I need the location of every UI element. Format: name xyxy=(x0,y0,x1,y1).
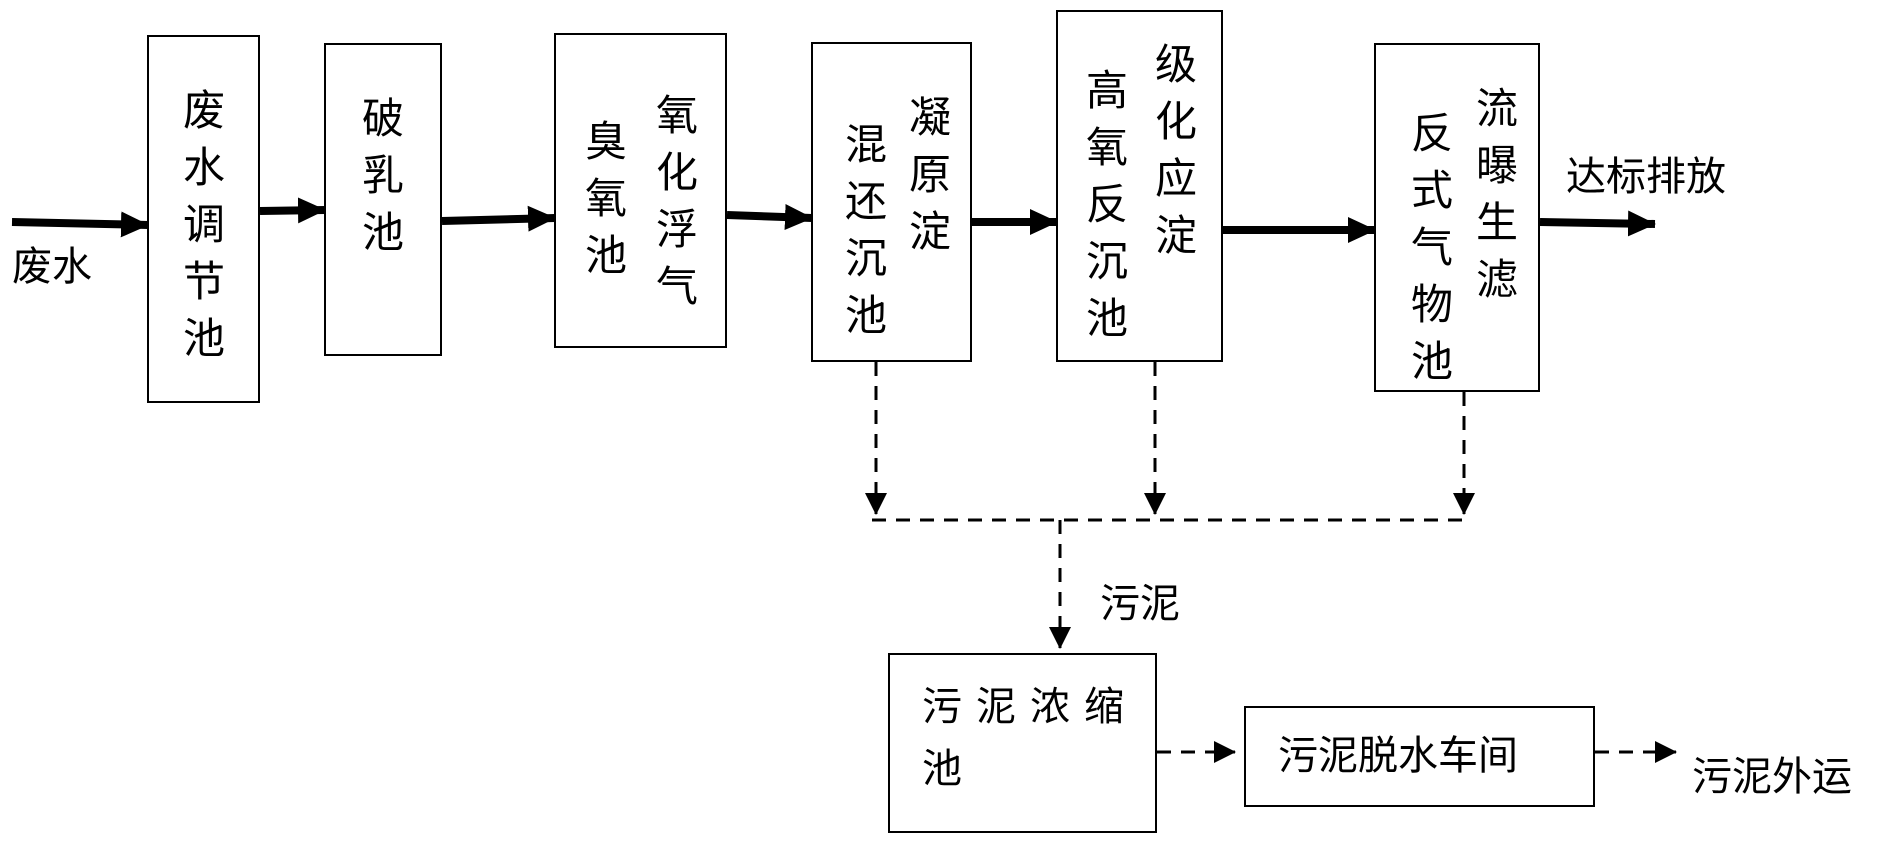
box-char: 淀 xyxy=(1154,211,1197,260)
arrow-box2-box3 xyxy=(441,205,556,232)
box-char: 流 xyxy=(1475,84,1518,133)
box-char: 池 xyxy=(1410,337,1453,386)
box-char: 乳 xyxy=(361,151,404,200)
box-char: 氧 xyxy=(1085,123,1128,172)
box-char: 池 xyxy=(361,208,404,257)
box-char: 浮 xyxy=(655,205,698,254)
box-char: 水 xyxy=(182,143,225,192)
box-char: 原 xyxy=(908,150,951,199)
box-char: 废 xyxy=(182,86,225,135)
box-char: 淀 xyxy=(908,207,951,256)
arrow-inlet xyxy=(11,211,149,238)
box-char: 凝 xyxy=(908,93,951,142)
box-column: 凝原淀 xyxy=(907,89,953,260)
box-column: 破乳池 xyxy=(360,90,406,261)
sludge-out-label: 污泥外运 xyxy=(1692,754,1852,800)
box-char: 物 xyxy=(1410,280,1453,329)
box-column: 反式气物池 xyxy=(1409,105,1455,390)
arrow-box3-box4 xyxy=(726,204,813,231)
dewatering-label: 污泥脱水车间 xyxy=(1278,733,1518,779)
box-char: 破 xyxy=(361,94,404,143)
box-char: 生 xyxy=(1475,198,1518,247)
box-char: 氧 xyxy=(584,174,627,223)
box-char: 反 xyxy=(1085,180,1128,229)
box-column: 级化应淀 xyxy=(1153,36,1199,264)
arrow-box1-box2 xyxy=(259,197,326,224)
process-box-equalization-tank: 废水调节池 xyxy=(147,35,260,403)
box-char: 高 xyxy=(1085,66,1128,115)
box-char: 反 xyxy=(1410,109,1453,158)
box-column: 氧化浮气 xyxy=(654,87,700,315)
process-box-coagulation-sedimentation: 混还沉池 凝原淀 xyxy=(811,42,972,362)
process-box-biological-aerated-filter: 反式气物池 流曝生滤 xyxy=(1374,43,1540,392)
box-char: 池 xyxy=(844,291,887,340)
arrow-discharge xyxy=(1539,210,1656,237)
box-char: 滤 xyxy=(1475,255,1518,304)
box-char: 臭 xyxy=(584,117,627,166)
box-char: 曝 xyxy=(1475,141,1518,190)
box-char: 节 xyxy=(182,257,225,306)
box-column: 流曝生滤 xyxy=(1474,80,1520,308)
box-char: 沉 xyxy=(844,234,887,283)
box-char: 池 xyxy=(1085,294,1128,343)
box-char: 调 xyxy=(182,200,225,249)
box-char: 气 xyxy=(1410,223,1453,272)
sludge-label: 污泥 xyxy=(1100,581,1180,627)
box-column: 混还沉池 xyxy=(843,116,889,344)
box-char: 应 xyxy=(1154,154,1197,203)
box-char: 化 xyxy=(1154,97,1197,146)
box-char: 化 xyxy=(655,148,698,197)
box-char: 气 xyxy=(655,262,698,311)
sludge-thickening-tank: 污泥浓缩 池 xyxy=(888,653,1157,833)
thickening-line2: 池 xyxy=(922,746,976,792)
box-char: 混 xyxy=(844,120,887,169)
box-column: 废水调节池 xyxy=(181,82,227,367)
discharge-label: 达标排放 xyxy=(1566,154,1726,200)
box-char: 式 xyxy=(1410,166,1453,215)
box-column: 高氧反沉池 xyxy=(1084,62,1130,347)
box-char: 氧 xyxy=(655,91,698,140)
box-char: 级 xyxy=(1154,40,1197,89)
box-column: 臭氧池 xyxy=(583,113,629,284)
thickening-line1: 污泥浓缩 xyxy=(922,684,1138,730)
box-char: 还 xyxy=(844,177,887,226)
box-char: 池 xyxy=(584,231,627,280)
box-char: 池 xyxy=(182,314,225,363)
sludge-dewatering-workshop: 污泥脱水车间 xyxy=(1244,706,1595,807)
process-box-ozone-flotation: 臭氧池 氧化浮气 xyxy=(554,33,727,348)
wastewater-input-label: 废水 xyxy=(12,244,92,290)
process-box-demulsification-tank: 破乳池 xyxy=(324,43,442,356)
process-box-advanced-oxidation: 高氧反沉池 级化应淀 xyxy=(1056,10,1223,362)
box-char: 沉 xyxy=(1085,237,1128,286)
